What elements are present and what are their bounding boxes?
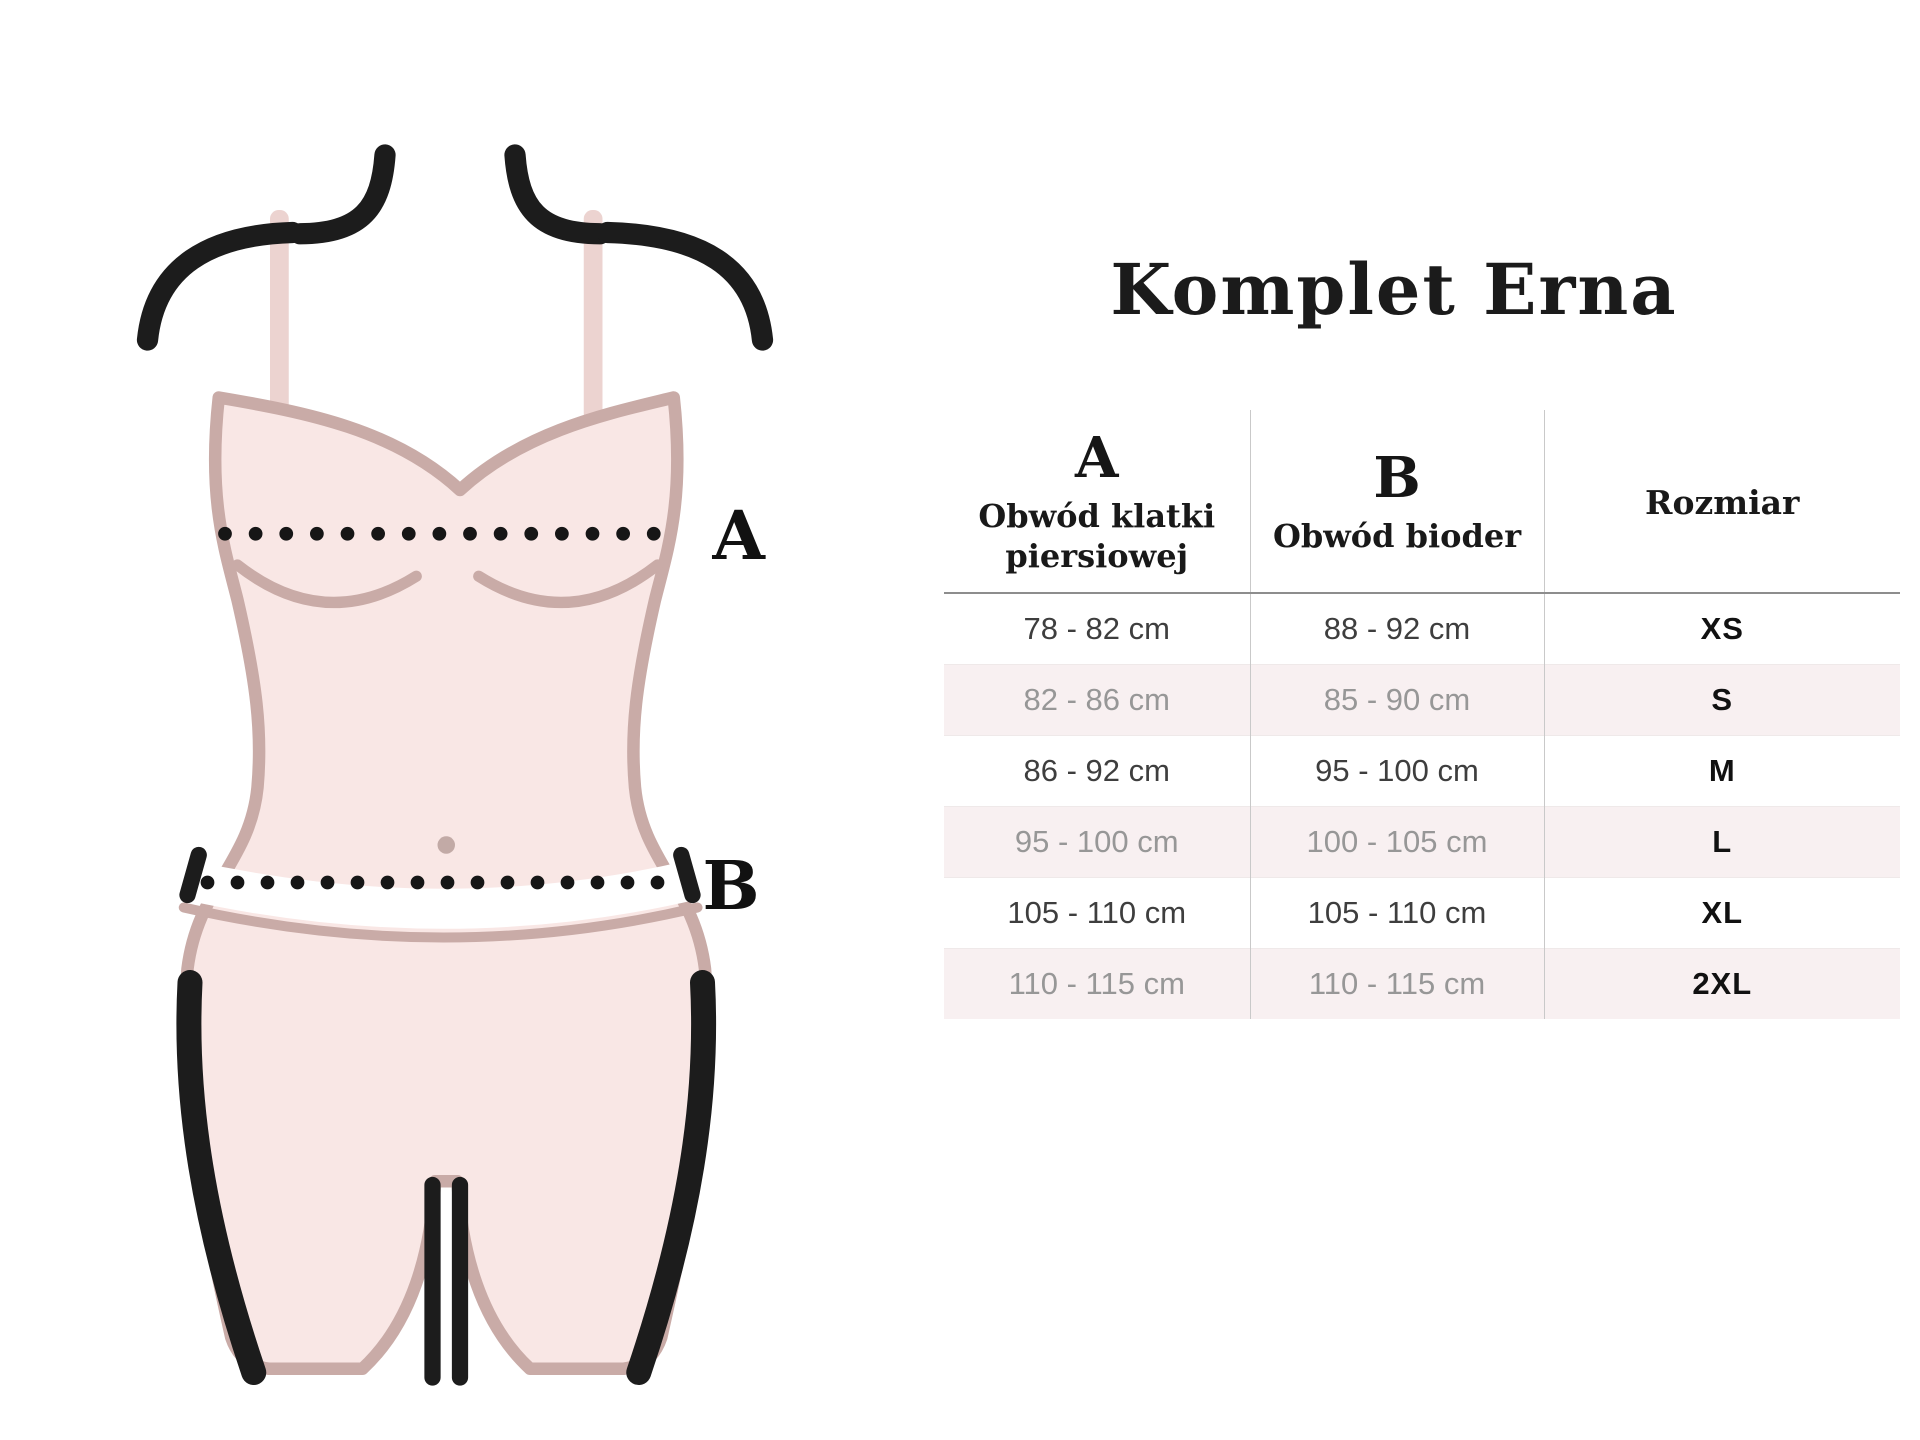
size-cell: L	[1543, 806, 1900, 877]
measurement-label-b: B	[703, 846, 760, 925]
hips-cell: 110 - 115 cm	[1249, 948, 1544, 1019]
size-table: A Obwód klatki piersiowej B Obwód bioder…	[944, 410, 1900, 1019]
measurement-label-a: A	[712, 496, 767, 575]
column-label-chest: Obwód klatki piersiowej	[978, 497, 1216, 575]
chest-cell: 82 - 86 cm	[1023, 681, 1170, 717]
table-row: 82 - 86 cm 85 - 90 cm S	[944, 664, 1900, 735]
hips-cell: 85 - 90 cm	[1249, 664, 1544, 735]
size-cell: S	[1543, 664, 1900, 735]
figure-leg-right-outer	[626, 970, 717, 1385]
page-title: Komplet Erna	[1110, 248, 1678, 331]
table-row: 105 - 110 cm 105 - 110 cm XL	[944, 877, 1900, 948]
table-row: 110 - 115 cm 110 - 115 cm 2XL	[944, 948, 1900, 1019]
hips-cell: 95 - 100 cm	[1249, 735, 1544, 806]
table-row: 95 - 100 cm 100 - 105 cm L	[944, 806, 1900, 877]
chest-cell: 86 - 92 cm	[1023, 752, 1170, 788]
column-header-size: Rozmiar	[1543, 410, 1900, 594]
figure-arm-left-inner	[289, 144, 396, 245]
column-letter-a: A	[1075, 425, 1119, 491]
table-row: 78 - 82 cm 88 - 92 cm XS	[944, 593, 1900, 664]
chest-cell: 95 - 100 cm	[1014, 823, 1179, 859]
hips-cell: 100 - 105 cm	[1249, 806, 1544, 877]
column-letter-b: B	[1373, 445, 1421, 511]
size-cell: XL	[1543, 877, 1900, 948]
figure-hip-mark-left	[179, 846, 207, 904]
figure-panty-edge	[178, 902, 703, 943]
figure-strap-right	[583, 210, 603, 423]
column-label-size: Rozmiar	[1645, 483, 1800, 523]
column-header-chest: A Obwód klatki piersiowej	[944, 410, 1250, 594]
hips-cell: 88 - 92 cm	[1249, 593, 1544, 664]
figure-arm-right-outer	[596, 221, 774, 351]
figure-hip-mark-right	[673, 846, 701, 904]
hips-cell: 105 - 110 cm	[1249, 877, 1544, 948]
table-row: 86 - 92 cm 95 - 100 cm M	[944, 735, 1900, 806]
size-cell: M	[1543, 735, 1900, 806]
chest-cell: 78 - 82 cm	[1023, 610, 1170, 646]
column-label-hips: Obwód bioder	[1272, 517, 1522, 555]
figure-cup-right	[473, 559, 664, 609]
figure-navel	[437, 836, 455, 854]
figure-arm-left-outer	[136, 221, 304, 351]
figure-cup-left	[231, 559, 422, 609]
figure-waist-gap	[183, 860, 698, 929]
chest-cell: 105 - 110 cm	[1007, 894, 1187, 930]
chest-cell: 110 - 115 cm	[1008, 965, 1185, 1001]
size-table-header-row: A Obwód klatki piersiowej B Obwód bioder…	[944, 410, 1900, 594]
size-diagram: A B	[0, 0, 950, 1440]
figure-illustration: A B	[136, 144, 774, 1386]
figure-leg-left-outer	[176, 970, 267, 1385]
figure-arm-right-inner	[504, 144, 611, 245]
figure-strap-left	[270, 210, 289, 423]
size-cell: XS	[1543, 593, 1900, 664]
size-chart-pane: Komplet Erna A Obwód klatki piersiowej B…	[944, 0, 1900, 1440]
size-table-body: 78 - 82 cm 88 - 92 cm XS 82 - 86 cm 85 -…	[944, 593, 1900, 1019]
size-cell: 2XL	[1543, 948, 1900, 1019]
column-header-hips: B Obwód bioder	[1249, 410, 1544, 594]
